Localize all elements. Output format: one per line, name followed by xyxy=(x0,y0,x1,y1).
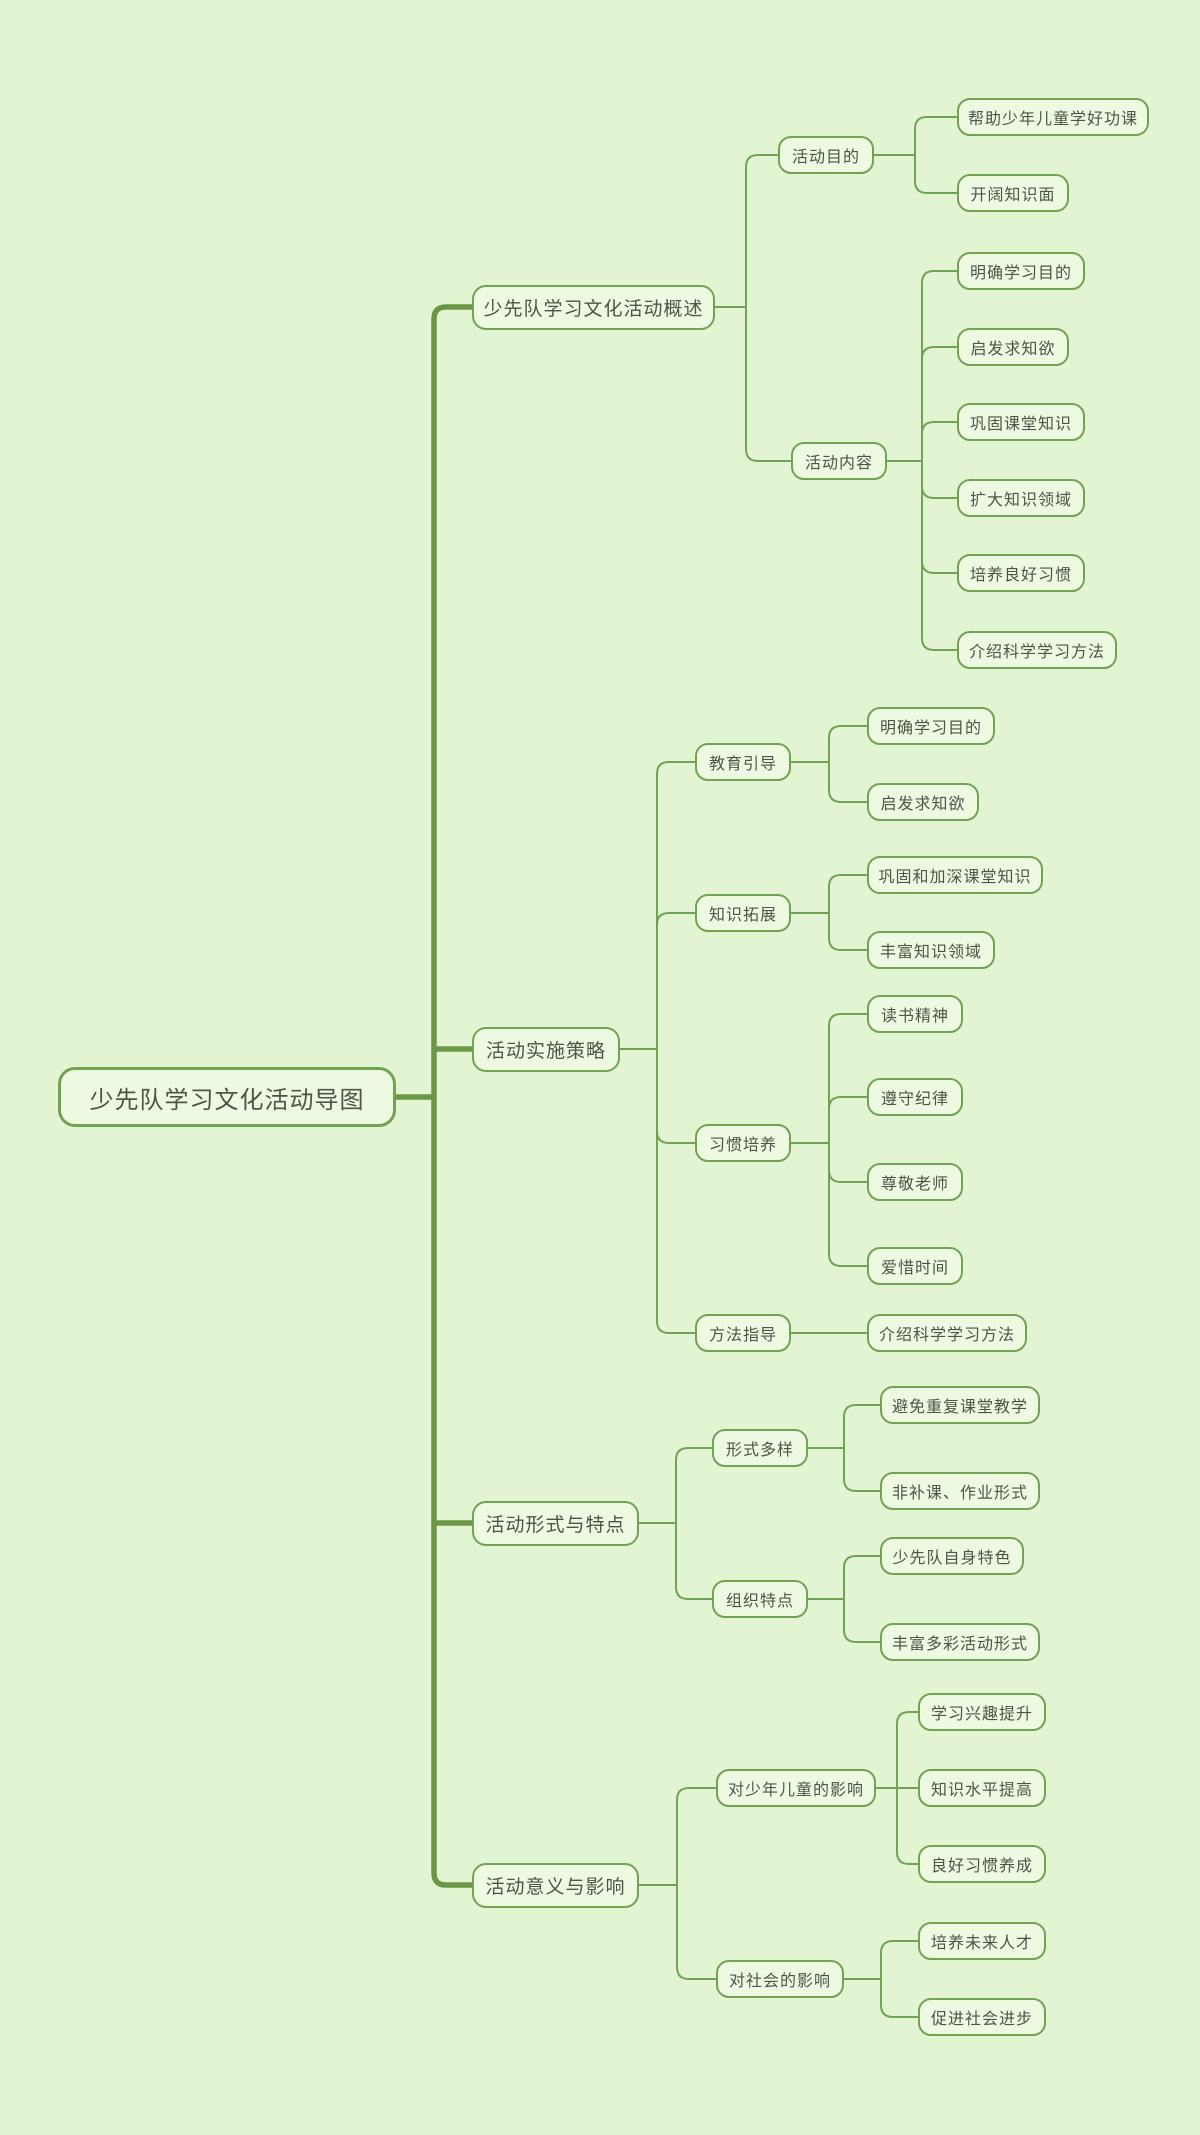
branch-node[interactable]: 活动实施策略 xyxy=(472,1026,620,1072)
connector-path xyxy=(791,1142,867,1267)
subtopic-node[interactable]: 习惯培养 xyxy=(695,1124,791,1162)
connector-path xyxy=(844,1978,918,2018)
connector-path xyxy=(620,912,695,1050)
connector-path xyxy=(791,912,867,951)
connector-path xyxy=(715,306,791,462)
subtopic-node[interactable]: 组织特点 xyxy=(712,1580,808,1618)
leaf-node[interactable]: 明确学习目的 xyxy=(957,252,1085,290)
connector-path xyxy=(876,1787,918,1865)
connector-path xyxy=(639,1787,716,1886)
connector-path xyxy=(874,116,957,156)
connector-path xyxy=(808,1447,880,1492)
leaf-node[interactable]: 丰富多彩活动形式 xyxy=(880,1623,1040,1661)
leaf-node[interactable]: 读书精神 xyxy=(867,995,963,1033)
leaf-node[interactable]: 促进社会进步 xyxy=(918,1998,1046,2036)
leaf-node[interactable]: 巩固课堂知识 xyxy=(957,403,1085,441)
connector-path xyxy=(808,1404,880,1449)
connector-path xyxy=(791,1096,867,1144)
leaf-node[interactable]: 遵守纪律 xyxy=(867,1078,963,1116)
subtopic-node[interactable]: 教育引导 xyxy=(695,743,791,781)
connector-path xyxy=(887,421,957,462)
leaf-node[interactable]: 介绍科学学习方法 xyxy=(957,631,1117,669)
connector-path xyxy=(791,725,867,763)
subtopic-node[interactable]: 对少年儿童的影响 xyxy=(716,1769,876,1807)
leaf-node[interactable]: 开阔知识面 xyxy=(957,174,1069,212)
connector-path xyxy=(715,154,778,308)
subtopic-node[interactable]: 形式多样 xyxy=(712,1429,808,1467)
branch-node[interactable]: 少先队学习文化活动概述 xyxy=(472,284,715,330)
connector-path xyxy=(639,1522,712,1600)
connector-path xyxy=(791,761,867,803)
leaf-node[interactable]: 少先队自身特色 xyxy=(880,1537,1024,1575)
connector-path xyxy=(791,874,867,914)
branch-node[interactable]: 活动形式与特点 xyxy=(472,1500,639,1546)
subtopic-node[interactable]: 活动目的 xyxy=(778,136,874,174)
connector-path xyxy=(876,1711,918,1789)
subtopic-node[interactable]: 方法指导 xyxy=(695,1314,791,1352)
leaf-node[interactable]: 帮助少年儿童学好功课 xyxy=(957,98,1149,136)
leaf-node[interactable]: 学习兴趣提升 xyxy=(918,1693,1046,1731)
connector-path xyxy=(791,1013,867,1144)
branch-node[interactable]: 活动意义与影响 xyxy=(472,1862,639,1908)
branch-connectors xyxy=(620,116,957,2018)
connector-path xyxy=(639,1447,712,1524)
leaf-node[interactable]: 培养良好习惯 xyxy=(957,554,1085,592)
leaf-node[interactable]: 扩大知识领域 xyxy=(957,479,1085,517)
leaf-node[interactable]: 良好习惯养成 xyxy=(918,1845,1046,1883)
leaf-node[interactable]: 知识水平提高 xyxy=(918,1769,1046,1807)
root-node[interactable]: 少先队学习文化活动导图 xyxy=(58,1067,396,1127)
trunk-connector xyxy=(396,304,472,1888)
connector-path xyxy=(874,154,957,194)
connector-path xyxy=(620,761,695,1050)
connector-path xyxy=(887,460,957,651)
connector-path xyxy=(844,1940,918,1980)
leaf-node[interactable]: 培养未来人才 xyxy=(918,1922,1046,1960)
connector-path xyxy=(808,1555,880,1600)
subtopic-node[interactable]: 活动内容 xyxy=(791,442,887,480)
leaf-node[interactable]: 避免重复课堂教学 xyxy=(880,1386,1040,1424)
leaf-node[interactable]: 爱惜时间 xyxy=(867,1247,963,1285)
leaf-node[interactable]: 明确学习目的 xyxy=(867,707,995,745)
connector-path xyxy=(639,1884,716,1980)
connector-path xyxy=(808,1598,880,1643)
leaf-node[interactable]: 介绍科学学习方法 xyxy=(867,1314,1027,1352)
leaf-node[interactable]: 启发求知欲 xyxy=(957,328,1069,366)
leaf-node[interactable]: 巩固和加深课堂知识 xyxy=(867,856,1043,894)
leaf-node[interactable]: 尊敬老师 xyxy=(867,1163,963,1201)
subtopic-node[interactable]: 对社会的影响 xyxy=(716,1960,844,1998)
connector-path xyxy=(887,270,957,462)
connector-path xyxy=(887,346,957,462)
leaf-node[interactable]: 丰富知识领域 xyxy=(867,931,995,969)
connector-path xyxy=(620,1048,695,1334)
leaf-node[interactable]: 启发求知欲 xyxy=(867,783,979,821)
subtopic-node[interactable]: 知识拓展 xyxy=(695,894,791,932)
leaf-node[interactable]: 非补课、作业形式 xyxy=(880,1472,1040,1510)
trunk-path xyxy=(431,304,472,1888)
